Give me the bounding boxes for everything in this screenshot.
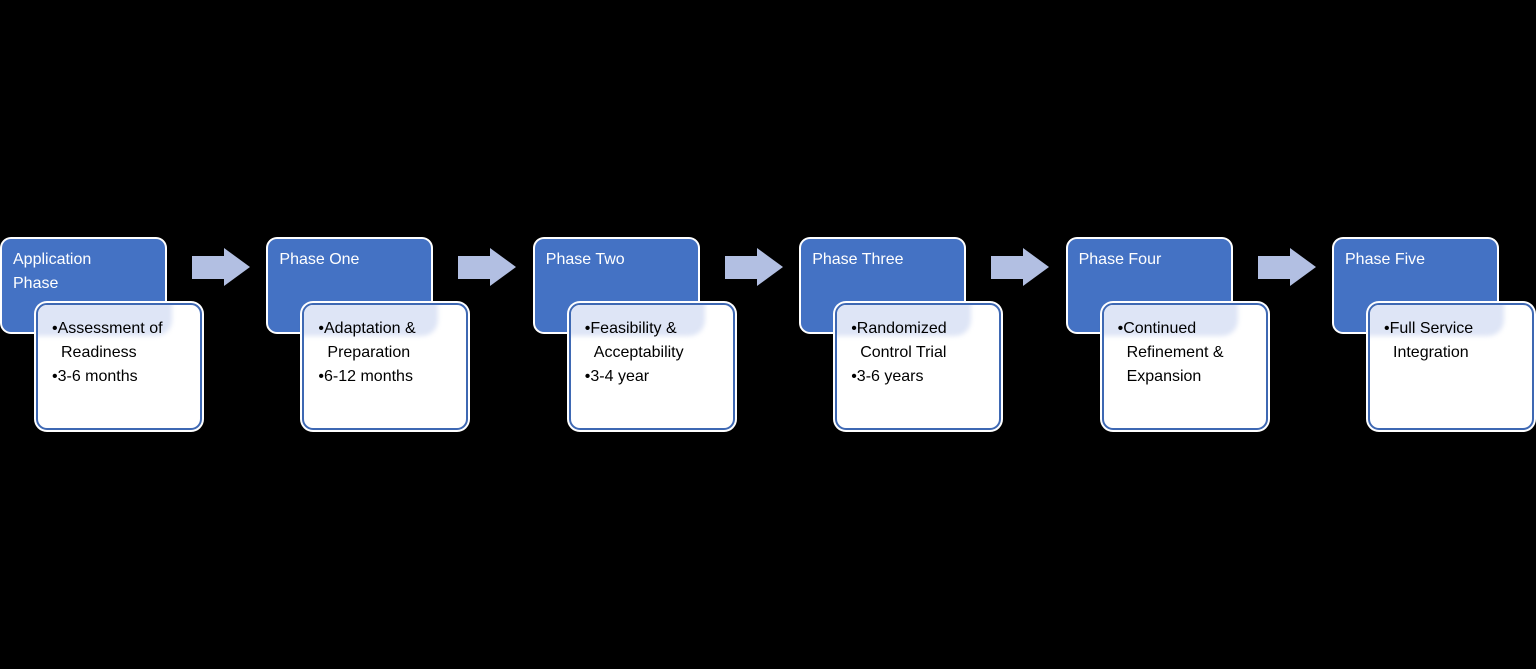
bullet-item: •Feasibility & Acceptability (585, 317, 725, 365)
bullet-item: •3-6 months (52, 365, 192, 389)
bullet-text: 3-6 months (57, 368, 138, 385)
bullet-text: Feasibility & Acceptability (590, 320, 684, 361)
phase-detail-card: •Feasibility & Acceptability•3-4 year (568, 303, 735, 430)
bullet-marker: • (318, 368, 324, 385)
bullet-text: 3-4 year (590, 368, 650, 385)
arrow-head (490, 248, 517, 286)
card-overlap-tint (38, 305, 172, 336)
bullet-list: •Randomized Control Trial•3-6 years (837, 305, 999, 389)
arrow-body (991, 256, 1025, 279)
flow-arrow-icon (192, 248, 250, 287)
bullet-text: Full Service Integration (1389, 320, 1474, 361)
bullet-item: •3-4 year (585, 365, 725, 389)
arrow-head (756, 248, 783, 286)
arrow-body (724, 256, 758, 279)
bullet-text: Assessment of Readiness (57, 320, 163, 361)
phase-title: Application Phase (13, 251, 92, 292)
bullet-list: •Continued Refinement & Expansion (1104, 305, 1266, 389)
flow-arrow-icon (724, 248, 783, 287)
bullet-item: •6-12 months (318, 365, 458, 389)
phase-detail-card: •Full Service Integration (1368, 303, 1534, 430)
phase-unit: Phase One•Adaptation & Preparation•6-12 … (268, 239, 534, 430)
bullet-marker: • (584, 368, 591, 385)
phase-detail-card: •Continued Refinement & Expansion (1101, 303, 1268, 430)
phase-detail-card: •Assessment of Readiness•3-6 months (36, 303, 202, 430)
phase-unit: Phase Four •Continued Refinement & Expans… (1067, 239, 1334, 430)
card-overlap-tint (304, 305, 439, 336)
card-overlap-tint (1103, 305, 1238, 336)
bullet-text: 6-12 months (324, 368, 413, 385)
bullet-list: •Feasibility & Acceptability•3-4 year (571, 305, 733, 389)
bullet-text: Continued Refinement & Expansion (1123, 320, 1224, 385)
bullet-item: •Continued Refinement & Expansion (1118, 317, 1258, 389)
arrow-body (1257, 256, 1291, 279)
phase-unit: Phase Five •Full Service Integration (1334, 239, 1536, 430)
bullet-item: •Full Service Integration (1384, 317, 1524, 365)
bullet-item: •Assessment of Readiness (52, 317, 192, 365)
bullet-list: •Adaptation & Preparation•6-12 months (304, 305, 466, 389)
phase-detail-card: •Adaptation & Preparation•6-12 months (302, 303, 469, 430)
bullet-marker: • (584, 320, 591, 337)
phase-unit: Application Phase•Assessment of Readines… (2, 239, 268, 430)
bullet-item: •Adaptation & Preparation (318, 317, 458, 365)
bullet-marker: • (52, 320, 58, 337)
card-overlap-tint (1370, 305, 1504, 336)
card-overlap-tint (570, 305, 705, 336)
bullet-list: •Full Service Integration (1370, 305, 1532, 365)
bullet-marker: • (851, 320, 857, 337)
bullet-text: Adaptation & Preparation (324, 320, 416, 361)
arrow-head (1023, 248, 1050, 286)
bullet-text: Randomized Control Trial (856, 320, 947, 361)
bullet-marker: • (318, 320, 324, 337)
arrow-body (458, 256, 492, 279)
phase-title: Phase Four (1078, 251, 1162, 268)
phase-title: Phase Two (545, 251, 625, 268)
bullet-marker: • (1384, 320, 1390, 337)
bullet-marker: • (851, 368, 857, 385)
phase-title: Phase Five (1345, 251, 1426, 268)
flow-arrow-icon (1257, 248, 1316, 287)
phase-title: Phase Three (812, 251, 904, 268)
phase-title: Phase One (279, 251, 360, 268)
bullet-text: 3-6 years (856, 368, 924, 385)
arrow-body (192, 256, 225, 279)
bullet-item: •3-6 years (851, 365, 991, 389)
phase-unit: Phase Two•Feasibility & Acceptability•3-… (534, 239, 801, 430)
phase-detail-card: •Randomized Control Trial•3-6 years (835, 303, 1002, 430)
arrow-head (224, 248, 250, 286)
flow-arrow-icon (458, 248, 517, 287)
arrow-head (1289, 248, 1316, 286)
phase-unit: Phase Three•Randomized Control Trial•3-6… (801, 239, 1067, 430)
bullet-marker: • (1117, 320, 1124, 337)
card-overlap-tint (837, 305, 972, 336)
bullet-marker: • (52, 368, 58, 385)
bullet-list: •Assessment of Readiness•3-6 months (38, 305, 200, 389)
flow-arrow-icon (991, 248, 1050, 287)
bullet-item: •Randomized Control Trial (851, 317, 991, 365)
